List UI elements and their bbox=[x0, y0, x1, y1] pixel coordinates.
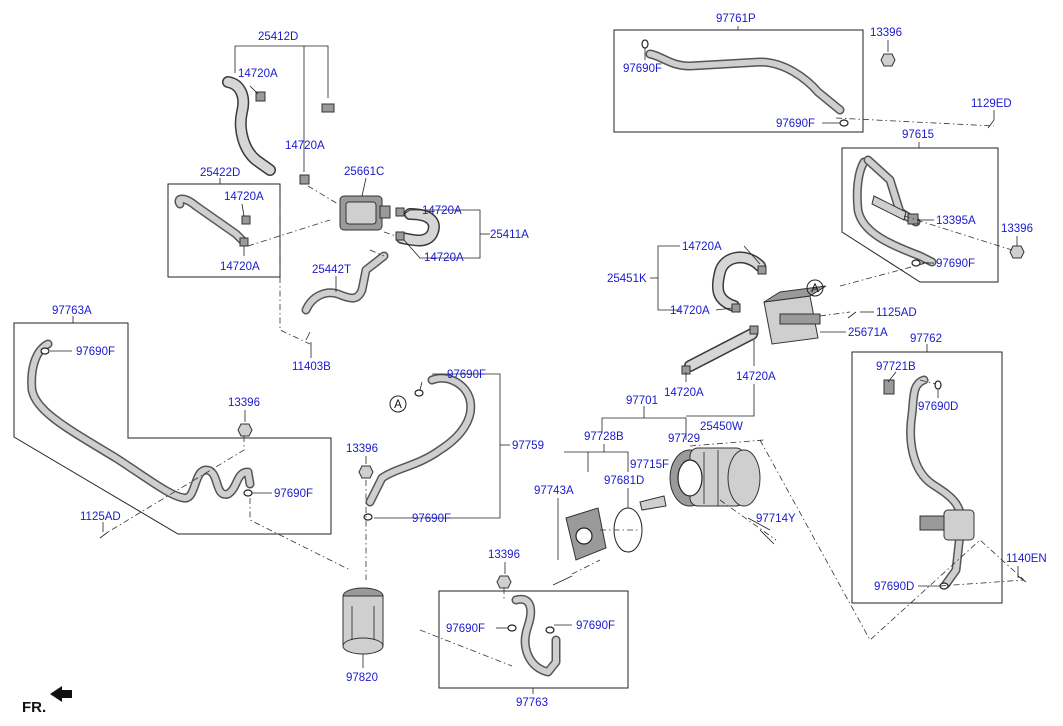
label-97763A: 97763A bbox=[52, 305, 92, 317]
pipe-97763 bbox=[511, 594, 561, 677]
label-97690F-7: 97690F bbox=[623, 63, 662, 75]
accumulator-97820 bbox=[342, 587, 384, 655]
hose-25442T bbox=[301, 251, 389, 315]
bracket-97715F bbox=[639, 495, 667, 511]
label-25450W: 25450W bbox=[700, 421, 743, 433]
label-14720A-7: 14720A bbox=[682, 241, 722, 253]
label-14720A-6: 14720A bbox=[424, 252, 464, 264]
group-box-97763 bbox=[438, 590, 629, 689]
label-13396-4: 13396 bbox=[870, 27, 902, 39]
label-14720A-8: 14720A bbox=[670, 305, 710, 317]
label-97615: 97615 bbox=[902, 129, 934, 141]
label-97690D-2: 97690D bbox=[874, 581, 914, 593]
label-13396-3: 13396 bbox=[488, 549, 520, 561]
label-97701: 97701 bbox=[626, 395, 658, 407]
label-1140EN: 1140EN bbox=[1006, 553, 1047, 565]
front-indicator: FR. bbox=[22, 686, 72, 716]
pipe-97759 bbox=[365, 373, 476, 507]
label-1125AD-2: 1125AD bbox=[876, 307, 917, 319]
label-97715F: 97715F bbox=[630, 459, 669, 471]
hose-25411A bbox=[396, 208, 440, 247]
label-97690F-2: 97690F bbox=[274, 488, 313, 500]
group-box-97761P bbox=[613, 29, 864, 133]
pipe-97761P bbox=[645, 49, 845, 115]
label-97759: 97759 bbox=[512, 440, 544, 452]
label-1125AD-1: 1125AD bbox=[80, 511, 121, 523]
label-97763: 97763 bbox=[516, 697, 548, 709]
label-13396-2: 13396 bbox=[346, 443, 378, 455]
label-25451K: 25451K bbox=[607, 273, 647, 285]
label-97714Y: 97714Y bbox=[756, 513, 796, 525]
arrow-icon bbox=[50, 686, 72, 702]
receiver-97762 bbox=[919, 509, 975, 541]
front-label: FR. bbox=[22, 699, 46, 716]
label-97690F-3: 97690F bbox=[447, 369, 486, 381]
label-13396-5: 13396 bbox=[1001, 223, 1033, 235]
compressor-97701 bbox=[669, 447, 761, 507]
label-97728B: 97728B bbox=[584, 431, 624, 443]
group-box-97763A bbox=[13, 322, 332, 535]
label-97690F-9: 97690F bbox=[936, 258, 975, 270]
label-14720A-1: 14720A bbox=[238, 68, 278, 80]
small-parts bbox=[40, 39, 1027, 634]
group-box-25422D bbox=[167, 183, 281, 278]
callout-a-left-text: A bbox=[394, 399, 402, 411]
pipe-97763A bbox=[27, 339, 255, 503]
callout-a-left: A bbox=[389, 395, 407, 413]
label-25411A: 25411A bbox=[490, 229, 529, 241]
label-97762: 97762 bbox=[910, 333, 942, 345]
label-1129ED: 1129ED bbox=[971, 98, 1012, 110]
callout-a-right: A bbox=[806, 279, 824, 297]
reservoir-25671A bbox=[763, 285, 827, 345]
compressor-cover-97743A bbox=[565, 507, 607, 561]
label-97729: 97729 bbox=[668, 433, 700, 445]
label-97690F-4: 97690F bbox=[412, 513, 451, 525]
label-97820: 97820 bbox=[346, 672, 378, 684]
label-97681D: 97681D bbox=[604, 475, 644, 487]
label-13395A: 13395A bbox=[936, 215, 976, 227]
label-14720A-10: 14720A bbox=[736, 371, 776, 383]
label-25422D: 25422D bbox=[200, 167, 240, 179]
label-97690F-8: 97690F bbox=[776, 118, 815, 130]
label-97721B: 97721B bbox=[876, 361, 916, 373]
label-14720A-5: 14720A bbox=[422, 205, 462, 217]
callout-a-right-text: A bbox=[811, 283, 819, 295]
center-lines bbox=[107, 117, 1025, 667]
label-25661C: 25661C bbox=[344, 166, 384, 178]
label-13396-1: 13396 bbox=[228, 397, 260, 409]
label-25671A: 25671A bbox=[848, 327, 888, 339]
label-14720A-9: 14720A bbox=[664, 387, 704, 399]
label-97690F-1: 97690F bbox=[76, 346, 115, 358]
label-11403B: 11403B bbox=[292, 361, 331, 373]
label-14720A-4: 14720A bbox=[220, 261, 260, 273]
label-97690D-1: 97690D bbox=[918, 401, 958, 413]
leader-lines bbox=[50, 26, 1019, 694]
group-box-97615 bbox=[841, 147, 999, 283]
hose-25422D bbox=[174, 194, 249, 247]
label-97743A: 97743A bbox=[534, 485, 574, 497]
label-14720A-2: 14720A bbox=[285, 140, 325, 152]
label-25412D: 25412D bbox=[258, 31, 298, 43]
label-97690F-5: 97690F bbox=[446, 623, 485, 635]
label-14720A-3: 14720A bbox=[224, 191, 264, 203]
label-25442T: 25442T bbox=[312, 264, 351, 276]
hose-25450W bbox=[684, 328, 758, 372]
hose-25451K bbox=[711, 251, 766, 312]
valve-25661C bbox=[339, 195, 391, 231]
label-97690F-6: 97690F bbox=[576, 620, 615, 632]
label-97761P: 97761P bbox=[716, 13, 756, 25]
hose-25412D bbox=[222, 76, 276, 176]
